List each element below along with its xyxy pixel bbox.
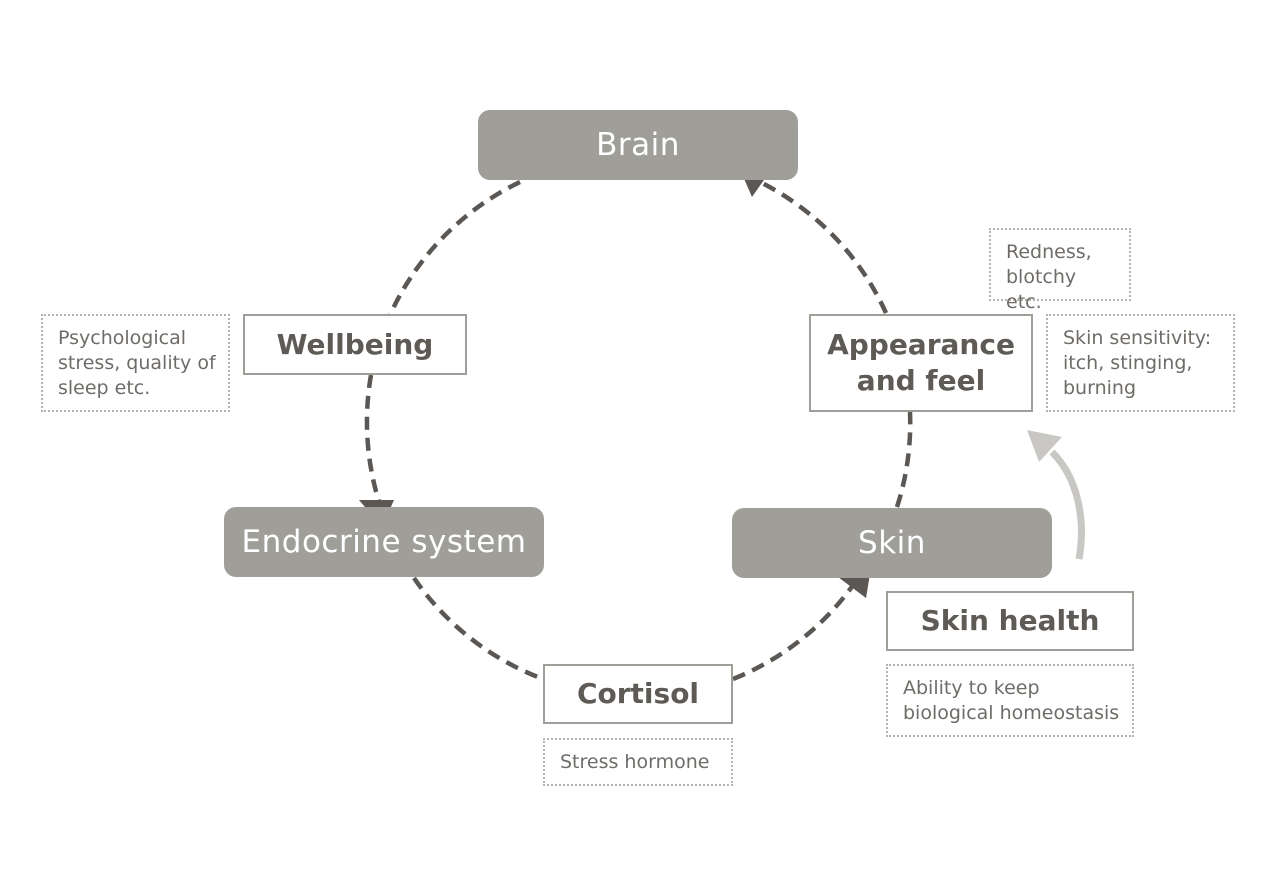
node-brain-label: Brain <box>596 127 680 163</box>
note-skin-sensitivity: Skin sensitivity: itch, stinging, burnin… <box>1046 314 1235 412</box>
node-endocrine-label: Endocrine system <box>241 524 527 560</box>
node-skin-label: Skin <box>858 525 926 561</box>
note-wellbeing: Psychological stress, quality of sleep e… <box>41 314 230 412</box>
arc-cortisol-to-skin <box>732 573 862 682</box>
arc-endocrine-to-cortisol <box>412 576 544 682</box>
node-skin-health-label: Skin health <box>920 604 1100 637</box>
node-skin-health: Skin health <box>886 591 1134 651</box>
node-appearance-label: Appearance and feel <box>827 328 1015 397</box>
node-wellbeing: Wellbeing <box>243 314 467 375</box>
node-appearance-and-feel: Appearance and feel <box>809 314 1033 412</box>
light-arrowhead-icon <box>1027 430 1062 462</box>
note-redness: Redness, blotchy etc. <box>989 228 1131 313</box>
arc-brain-to-wellbeing <box>387 179 521 316</box>
node-brain: Brain <box>478 110 798 180</box>
arc-appearance-to-brain <box>758 179 889 314</box>
light-curved-arrow <box>1049 449 1085 560</box>
arc-wellbeing-to-endocrine <box>364 374 383 506</box>
node-endocrine-system: Endocrine system <box>224 507 544 577</box>
node-cortisol: Cortisol <box>543 664 733 724</box>
node-skin: Skin <box>732 508 1052 578</box>
node-cortisol-label: Cortisol <box>576 677 700 710</box>
arc-skin-to-appearance <box>894 411 913 508</box>
note-skin-health: Ability to keep biological homeostasis <box>886 664 1134 737</box>
node-wellbeing-label: Wellbeing <box>276 327 434 361</box>
note-cortisol: Stress hormone <box>543 738 733 786</box>
